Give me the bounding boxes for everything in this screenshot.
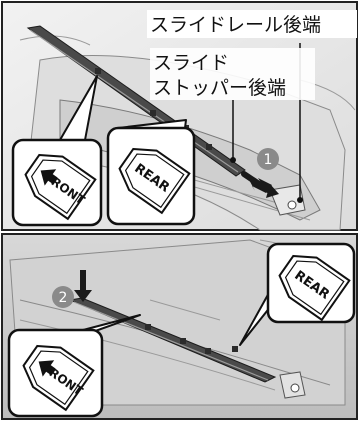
top-panel: 1 スライドレール後端 スライド ストッパー後端 FRONT — [1, 1, 358, 231]
label-rail-rear: スライドレール後端 — [147, 10, 357, 38]
rear-badge-icon-bottom: REAR — [278, 254, 351, 322]
slide-stopper-label-line1: スライド — [153, 52, 229, 74]
step1-arrow — [241, 171, 279, 198]
step1-number: 1 — [264, 152, 273, 168]
step1-badge: 1 — [257, 148, 279, 170]
bottom-panel: 2 REAR FRONT — [1, 233, 358, 420]
rear-badge-icon: REAR — [118, 147, 191, 215]
step2-badge: 2 — [52, 286, 74, 308]
front-callout-bottom: FRONT — [7, 328, 104, 418]
label-stopper-rear: スライド ストッパー後端 — [150, 48, 315, 100]
step2-number: 2 — [59, 290, 68, 306]
front-badge-icon: FRONT — [24, 153, 97, 221]
rail-end-bracket — [269, 184, 306, 216]
front-badge-icon-bottom: FRONT — [22, 344, 95, 412]
step2-arrow — [74, 270, 92, 302]
slide-stopper-label-line2: ストッパー後端 — [153, 77, 286, 99]
front-callout-top: FRONT — [11, 138, 103, 227]
rear-callout-bottom: REAR — [266, 242, 356, 324]
slide-rail-rear-label: スライドレール後端 — [150, 14, 321, 36]
rear-callout-top: REAR — [106, 126, 196, 226]
